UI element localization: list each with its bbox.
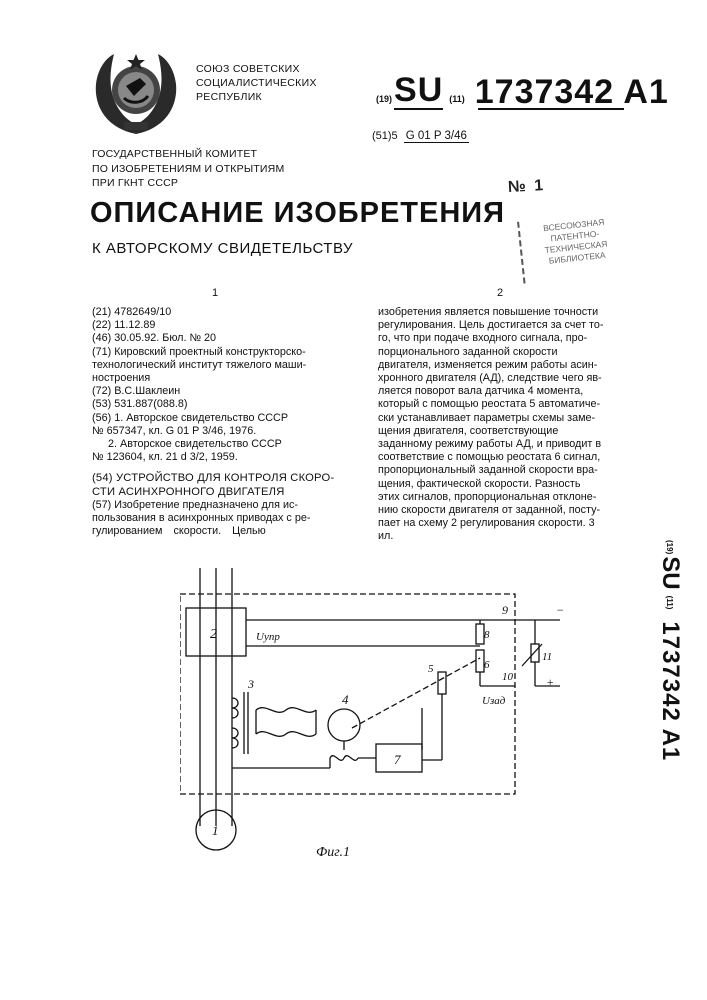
mechanical-link <box>352 658 480 728</box>
label-block7: 7 <box>394 752 401 767</box>
patent-number-row: (19) SU (11) 1737342 A1 <box>376 70 669 110</box>
abstract-line: который с помощью реостата 5 автоматиче- <box>378 398 642 411</box>
committee-line: ПО ИЗОБРЕТЕНИЯМ И ОТКРЫТИЯМ <box>92 162 284 177</box>
biblio-line: (53) 531.887(088.8) <box>92 398 358 411</box>
label-6: 6 <box>484 659 490 671</box>
biblio-line: (46) 30.05.92. Бюл. № 20 <box>92 332 358 345</box>
patent-number-underline <box>478 108 624 110</box>
abstract-line: ил. <box>378 530 642 543</box>
label-11: 11 <box>542 651 552 663</box>
coil-sensor <box>330 756 358 761</box>
abstract-line: хронного двигателя (АД), следствие чего … <box>378 372 642 385</box>
figure-caption: Фиг.1 <box>316 845 350 861</box>
side-patent-code: (19) SU (11) 1737342 A1 <box>650 540 690 800</box>
winding-3b <box>232 728 238 748</box>
label-5: 5 <box>428 663 434 675</box>
union-line: СОЮЗ СОВЕТСКИХ <box>196 62 317 76</box>
abstract-column: изобретения является повышение точности … <box>378 306 642 544</box>
biblio-line: № 123604, кл. 21 d 3/2, 1959. <box>92 451 358 464</box>
label-plus: + <box>546 675 554 689</box>
biblio-line: ностроения <box>92 372 358 385</box>
resistor-8 <box>476 624 484 644</box>
patent-number: 1737342 A1 <box>475 74 669 110</box>
union-name: СОЮЗ СОВЕТСКИХ СОЦИАЛИСТИЧЕСКИХ РЕСПУБЛИ… <box>196 62 317 104</box>
state-emblem <box>88 48 184 140</box>
label-motor1: 1 <box>212 823 219 838</box>
label-4: 4 <box>342 692 349 707</box>
abstract-line: двигателя, изменяется режим работы асин- <box>378 359 642 372</box>
label-3: 3 <box>247 677 254 691</box>
abstract-line: этих сигналов, пропорциональная отклоне- <box>378 491 642 504</box>
ipc-code: G 01 P 3/46 <box>404 130 469 143</box>
coil-lower <box>256 732 316 737</box>
label-10: 10 <box>502 671 514 683</box>
resistor-5 <box>438 672 446 694</box>
label-u-zad: Uзад <box>482 695 506 707</box>
abstract-line: ски устанавливает параметры схемы заме- <box>378 412 642 425</box>
document-subtitle: К АВТОРСКОМУ СВИДЕТЕЛЬСТВУ <box>92 240 353 257</box>
union-line: СОЦИАЛИСТИЧЕСКИХ <box>196 76 317 90</box>
marker-19: (19) <box>376 94 392 104</box>
ipc-marker: (51)5 <box>372 130 398 143</box>
winding-3a <box>232 698 238 718</box>
column-number-right: 2 <box>497 287 503 299</box>
label-u-upr: Uупр <box>256 631 280 643</box>
document-title: ОПИСАНИЕ ИЗОБРЕТЕНИЯ <box>90 197 505 230</box>
abstract-line: регулирования. Цель достигается за счет … <box>378 319 642 332</box>
committee-line: ГОСУДАРСТВЕННЫЙ КОМИТЕТ <box>92 147 284 162</box>
label-minus: − <box>556 603 564 617</box>
union-line: РЕСПУБЛИК <box>196 90 317 104</box>
country-code: SU <box>394 72 443 110</box>
handwritten-number: № 1 <box>508 177 546 197</box>
ipc-classification: (51)5 G 01 P 3/46 <box>372 130 469 143</box>
abstract-line: (57) Изобретение предназначено для ис- <box>92 499 358 512</box>
biblio-line: (72) В.С.Шаклеин <box>92 385 358 398</box>
resistor-11 <box>531 644 539 662</box>
biblio-line: (21) 4782649/10 <box>92 306 358 319</box>
circuit-diagram: 2 Uупр 9 8 6 10 Uзад 11 − + 5 3 4 7 <box>180 568 580 878</box>
abstract-line: соответствие с помощью реостата 6 сигнал… <box>378 451 642 464</box>
abstract-line: нию скорости двигателя от заданной, пост… <box>378 504 642 517</box>
side-marker-11: (11) <box>666 596 675 610</box>
label-8: 8 <box>484 629 490 641</box>
committee-name: ГОСУДАРСТВЕННЫЙ КОМИТЕТ ПО ИЗОБРЕТЕНИЯМ … <box>92 147 284 191</box>
side-patent-number: 1737342 A1 <box>656 621 684 761</box>
abstract-line: пает на схему 2 регулирования скорости. … <box>378 517 642 530</box>
coil-upper <box>256 708 316 713</box>
bibliographic-column: (21) 4782649/10 (22) 11.12.89 (46) 30.05… <box>92 306 358 538</box>
side-country-code: SU <box>656 556 684 589</box>
abstract-line: порционального заданной скорости <box>378 346 642 359</box>
side-marker-19: (19) <box>666 540 675 554</box>
biblio-line: 2. Авторское свидетельство СССР <box>92 438 358 451</box>
abstract-line: пропорциональный заданной скорости вра- <box>378 464 642 477</box>
biblio-line: (22) 11.12.89 <box>92 319 358 332</box>
biblio-line: (56) 1. Авторское свидетельство СССР <box>92 412 358 425</box>
resistor-6 <box>476 650 484 672</box>
column-number-left: 1 <box>212 287 218 299</box>
invention-title-line: СТИ АСИНХРОННОГО ДВИГАТЕЛЯ <box>92 486 358 499</box>
biblio-line: технологический институт тяжелого маши- <box>92 359 358 372</box>
label-9: 9 <box>502 603 508 617</box>
abstract-line: заданному режиму работы АД, и приводит в <box>378 438 642 451</box>
abstract-line: щения двигателя, соответствующие <box>378 425 642 438</box>
abstract-line: щения, фактической скорости. Разность <box>378 478 642 491</box>
marker-11: (11) <box>449 94 465 104</box>
abstract-line: гулированием скорости. Целью <box>92 525 358 538</box>
torque-sensor-4 <box>328 709 360 741</box>
abstract-line: ляется поворот вала датчика 4 момента, <box>378 385 642 398</box>
abstract-line: го, что при подаче входного сигнала, про… <box>378 332 642 345</box>
biblio-line: (71) Кировский проектный конструкторско- <box>92 346 358 359</box>
biblio-line: № 657347, кл. G 01 P 3/46, 1976. <box>92 425 358 438</box>
invention-title-line: (54) УСТРОЙСТВО ДЛЯ КОНТРОЛЯ СКОРО- <box>92 472 358 485</box>
library-stamp: ВСЕСОЮЗНАЯ ПАТЕНТНО- ТЕХНИЧЕСКАЯ БИБЛИОТ… <box>517 210 633 283</box>
committee-line: ПРИ ГКНТ СССР <box>92 176 284 191</box>
abstract-line: пользования в асинхронных приводах с ре- <box>92 512 358 525</box>
abstract-line: изобретения является повышение точности <box>378 306 642 319</box>
